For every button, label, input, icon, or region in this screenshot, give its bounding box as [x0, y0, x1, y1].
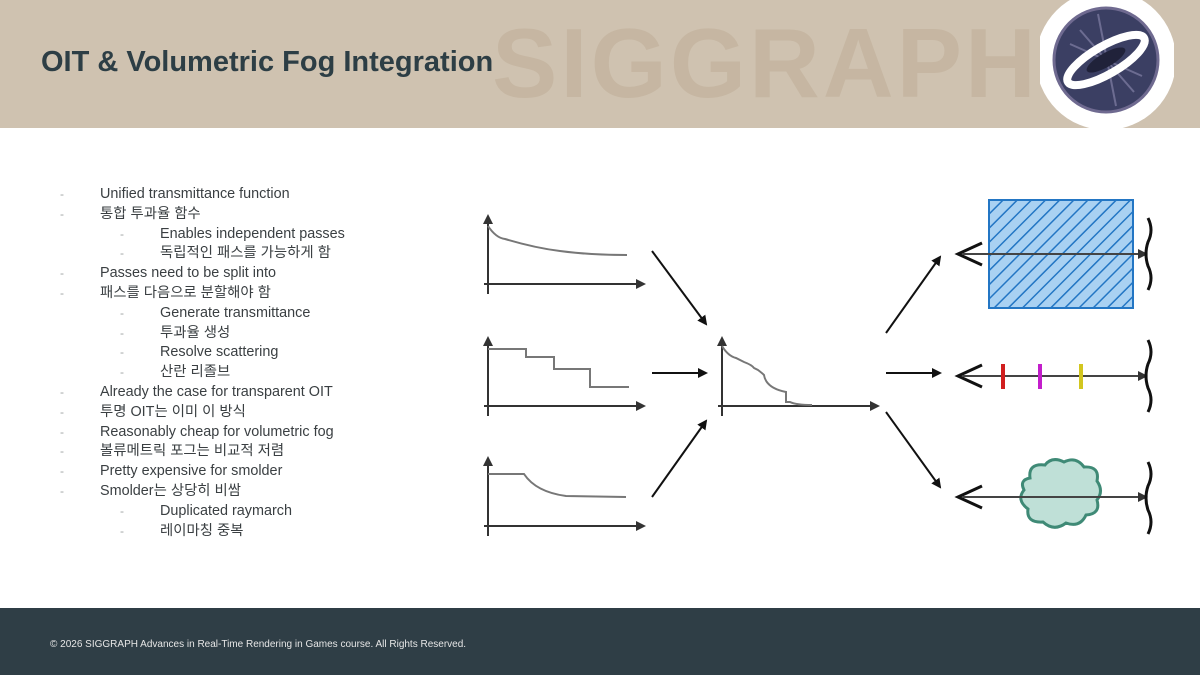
sub-bullet-item: -Resolve scattering: [120, 344, 279, 361]
transmittance-graph-smooth: [483, 214, 646, 294]
split-arrow-bottom: [885, 411, 942, 489]
sub-bullet-item: -독립적인 패스를 가능하게 함: [120, 245, 331, 262]
bullet-item: -투명 OIT는 이미 이 방식: [60, 403, 246, 420]
transparent-surfaces-scene: [954, 339, 1153, 413]
sub-bullet-item: -Duplicated raymarch: [120, 502, 292, 519]
sub-bullet-item: -Generate transmittance: [120, 304, 311, 321]
merge-arrow-bottom: [651, 419, 708, 498]
bullet-item: -Pretty expensive for smolder: [60, 463, 283, 480]
bullet-item: -Unified transmittance function: [60, 186, 290, 202]
transmittance-curve: [487, 225, 628, 256]
volumetric-fog-scene: [954, 199, 1153, 309]
transmittance-curve: [488, 473, 627, 498]
siggraph-watermark: SIGGRAPH: [492, 8, 1039, 118]
camera-eye-icon: [954, 363, 983, 389]
sub-bullet-item: -투과율 생성: [120, 324, 231, 341]
transmittance-graph-steps: [483, 336, 646, 416]
transmittance-curve: [488, 348, 629, 388]
smolder-scene: [954, 458, 1153, 535]
bullet-item: -Already the case for transparent OIT: [60, 383, 333, 400]
sub-bullet-item: -산란 리졸브: [120, 364, 231, 381]
bullet-item: -통합 투과율 함수: [60, 205, 201, 222]
far-plane-icon: [1144, 217, 1153, 291]
bullet-item: -볼류메트릭 포그는 비교적 저렴: [60, 443, 285, 460]
slide-title: OIT & Volumetric Fog Integration: [41, 46, 494, 78]
far-plane-icon: [1144, 339, 1153, 413]
bullet-list: -Unified transmittance function -통합 투과율 …: [58, 185, 448, 541]
split-arrow-top: [885, 255, 942, 334]
bullet-item: -Passes need to be split into: [60, 265, 276, 282]
camera-eye-icon: [954, 484, 983, 510]
bullet-item: -Smolder는 상당히 비쌈: [60, 482, 242, 499]
footer-bar: © 2026 SIGGRAPH Advances in Real-Time Re…: [0, 608, 1200, 675]
smolder-cloud: [1019, 458, 1102, 529]
transmittance-curve: [721, 345, 813, 406]
bullet-item: -패스를 다음으로 분할해야 함: [60, 284, 271, 301]
combined-transmittance-graph: [717, 336, 880, 416]
siggraph-logo-icon: [1040, 0, 1174, 128]
far-plane-icon: [1144, 461, 1153, 535]
copyright-text: © 2026 SIGGRAPH Advances in Real-Time Re…: [50, 639, 467, 650]
merge-arrow-top: [651, 250, 708, 326]
camera-eye-icon: [954, 241, 983, 267]
sub-bullet-item: -레이마칭 중복: [120, 522, 244, 539]
sub-bullet-item: -Enables independent passes: [120, 225, 345, 242]
bullet-item: -Reasonably cheap for volumetric fog: [60, 423, 334, 440]
transmittance-graph-flat-decay: [483, 456, 646, 536]
title-bar: SIGGRAPH OIT & Volumetric Fog Integratio…: [0, 0, 1200, 128]
